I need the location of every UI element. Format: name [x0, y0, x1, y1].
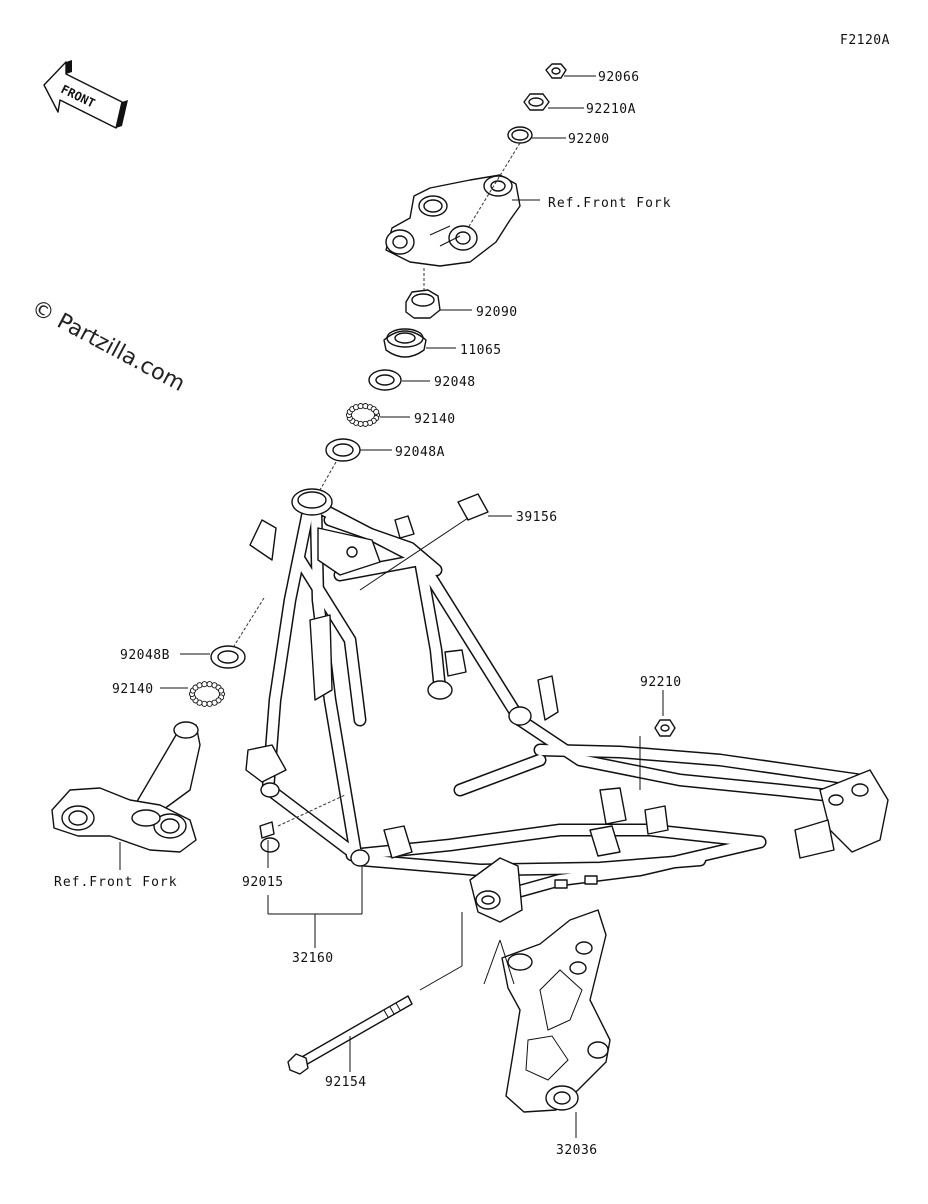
part-92210A-nut — [523, 93, 550, 111]
part-92048B-race — [210, 645, 246, 669]
upper-triple-clamp — [385, 174, 521, 267]
part-92140-bearing-lower — [188, 681, 226, 707]
label-32160: 32160 — [292, 951, 334, 966]
part-92090-nut — [405, 289, 441, 319]
label-92210A: 92210A — [586, 102, 636, 117]
label-ref-front-fork-upper: Ref.Front Fork — [548, 196, 672, 211]
part-39156-label — [457, 493, 489, 521]
label-92090: 92090 — [476, 305, 518, 320]
label-32036: 32036 — [556, 1143, 598, 1158]
part-32036-bracket — [501, 909, 611, 1113]
leader-lines — [119, 75, 664, 1138]
part-11065-cap — [383, 328, 427, 358]
label-11065: 11065 — [460, 343, 502, 358]
label-92048A: 92048A — [395, 445, 445, 460]
label-92140-upper: 92140 — [414, 412, 456, 427]
part-92066-nut — [545, 63, 567, 79]
part-92015-plug — [259, 821, 275, 839]
part-92048A-race — [325, 438, 361, 462]
label-92048B: 92048B — [120, 648, 170, 663]
main-frame — [245, 488, 889, 923]
part-92210-nut — [654, 719, 676, 737]
label-92140-lower: 92140 — [112, 682, 154, 697]
label-ref-front-fork-lower: Ref.Front Fork — [54, 875, 178, 890]
lower-triple-clamp-stem — [51, 721, 201, 853]
label-39156: 39156 — [516, 510, 558, 525]
part-92140-bearing-upper — [345, 403, 381, 427]
watermark: © Partzilla.com — [27, 295, 189, 397]
front-arrow-icon: FRONT — [43, 60, 128, 129]
part-92154-bolt — [287, 995, 413, 1075]
label-92048: 92048 — [434, 375, 476, 390]
label-92066: 92066 — [598, 70, 640, 85]
diagram-code: F2120A — [840, 33, 890, 48]
label-92015: 92015 — [242, 875, 284, 890]
label-92210: 92210 — [640, 675, 682, 690]
label-92200: 92200 — [568, 132, 610, 147]
part-92200-washer — [507, 126, 533, 144]
label-92154: 92154 — [325, 1075, 367, 1090]
part-92048-race — [368, 369, 402, 391]
